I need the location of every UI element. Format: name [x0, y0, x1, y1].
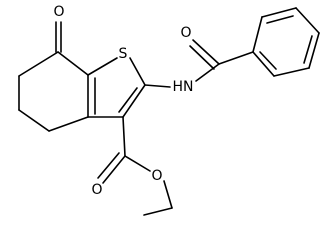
ester-bond-c3-c [122, 116, 126, 157]
thiophene-bond-c2-c3-a [122, 84, 146, 118]
sulfur-label: S [119, 46, 128, 62]
ring-bond-c7-c7a [57, 51, 89, 76]
ring-bond-c5-c4 [18, 109, 50, 132]
benzamide-group: HN O [144, 25, 220, 95]
ring-bond-c7-c6 [18, 51, 59, 77]
ethyl-ester-group: O O [91, 116, 173, 216]
ester-carbonyl-oxygen-label: O [91, 182, 102, 198]
ring-bond-c4-c3a [48, 116, 89, 132]
benzene-inner-bond-c [259, 51, 277, 70]
benzene-ring [218, 7, 320, 77]
amide-carbonyl-b [189, 45, 215, 70]
amide-oxygen-label: O [180, 25, 191, 41]
ester-bond-ch2-ch3 [143, 207, 173, 216]
amide-carbonyl-a [192, 39, 220, 65]
thiophene-ring: S [87, 46, 146, 118]
benzene-bond-ipso [218, 51, 254, 65]
ester-ether-oxygen-label: O [151, 168, 162, 184]
ester-bond-c-o [124, 155, 151, 172]
thiophene-bond-c7a-s [87, 57, 118, 76]
benzene-inner-bond-b [303, 35, 313, 64]
benzene-bond-1 [252, 16, 263, 53]
structure-canvas: O S HN O [18, 4, 320, 216]
thiophene-bond-s-c2 [129, 57, 146, 86]
ester-carbonyl-b [97, 152, 120, 179]
amide-nh-label: HN [173, 79, 194, 95]
benzene-bond-5 [273, 67, 310, 77]
benzene-bond-2 [261, 7, 297, 18]
thiophene-bond-c2-c3-b [118, 87, 138, 113]
molecule-drawing: O S HN O [18, 4, 320, 216]
ketone-oxygen-label: O [53, 4, 64, 20]
amide-bond-c2-n [144, 84, 171, 88]
ester-bond-o-ch2 [163, 180, 173, 209]
cyclohexanone-ring [18, 51, 89, 132]
benzene-bond-4 [308, 32, 320, 69]
benzene-inner-bond-a [266, 15, 294, 24]
benzene-bond-6 [252, 51, 275, 77]
amide-bond-n-c [195, 63, 220, 82]
fused-bond [87, 74, 96, 118]
ester-carbonyl-a [102, 155, 126, 184]
benzene-bond-3 [295, 7, 320, 34]
ketone-carbonyl: O [53, 4, 65, 53]
